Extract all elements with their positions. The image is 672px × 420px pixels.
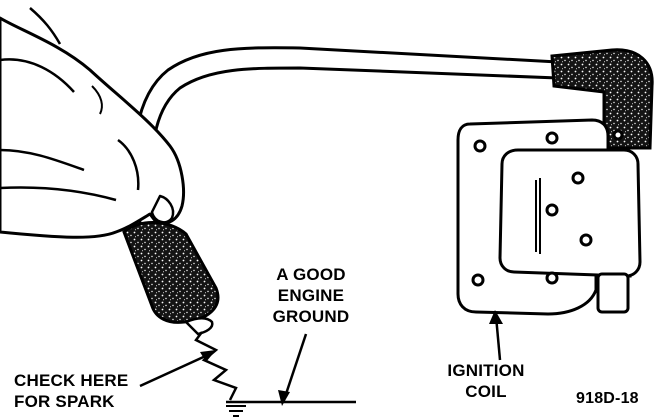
ground-label-line-1: A GOOD [276,265,346,284]
leader-check-spark [139,352,211,388]
plug-wire-boot [122,220,220,336]
check-for-spark-label: CHECK HERE FOR SPARK [14,370,128,412]
ignition-coil-label: IGNITION COIL [422,360,550,402]
ground-symbol-icon [226,405,246,417]
boot-terminal [183,317,214,336]
coil-label-line-2: COIL [465,382,507,401]
ignition-coil [456,118,642,316]
check-label-line-2: FOR SPARK [14,392,115,411]
figure-id: 918D-18 [576,390,639,407]
coil-body [498,148,642,278]
coil-terminal-tab [596,272,630,314]
coil-label-line-1: IGNITION [447,361,525,380]
check-label-line-1: CHECK HERE [14,371,129,390]
leader-arrowheads [200,310,503,406]
leader-ground [282,333,308,401]
ground-label-line-3: GROUND [272,307,350,326]
hand [0,7,185,239]
ground-label-line-2: ENGINE [277,286,345,305]
spark [194,331,238,401]
ground-label: A GOOD ENGINE GROUND [252,264,370,327]
